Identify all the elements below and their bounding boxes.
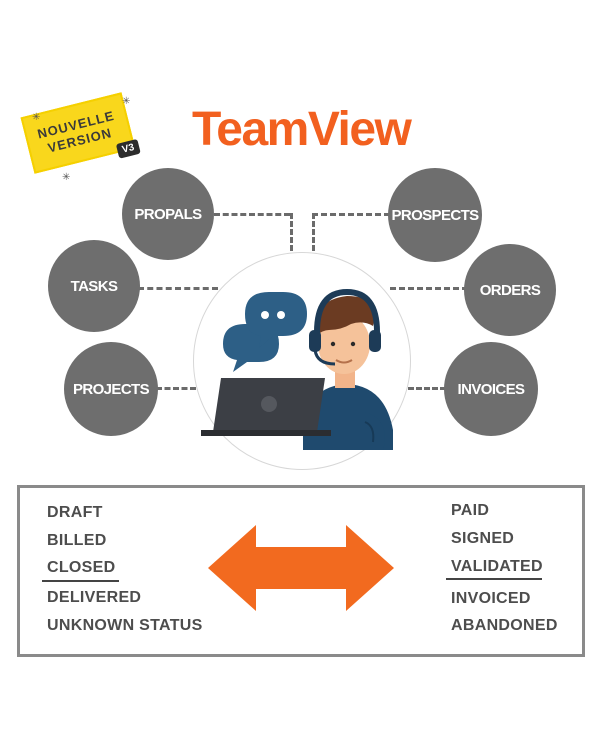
node-label-prospects: PROSPECTS bbox=[391, 206, 479, 224]
node-invoices: INVOICES bbox=[444, 342, 538, 436]
status-left-draft: DRAFT bbox=[47, 504, 103, 521]
connector-tasks bbox=[138, 287, 218, 290]
status-right-abandoned: ABANDONED bbox=[451, 617, 558, 634]
node-orders: ORDERS bbox=[464, 244, 556, 336]
status-left-closed: CLOSED bbox=[47, 559, 116, 576]
status-right-validated: VALIDATED bbox=[451, 558, 543, 575]
node-projects: PROJECTS bbox=[64, 342, 158, 436]
status-left-unknown: UNKNOWN STATUS bbox=[47, 617, 203, 634]
connector-prospects bbox=[312, 213, 390, 216]
sparkle-icon: ✳ bbox=[62, 172, 71, 183]
node-label-orders: ORDERS bbox=[479, 281, 541, 299]
connector-prospects-down bbox=[312, 213, 315, 251]
status-left-delivered: DELIVERED bbox=[47, 589, 142, 606]
double-arrow-icon bbox=[208, 525, 394, 611]
divider-left bbox=[42, 580, 119, 582]
page-title: TeamView bbox=[192, 103, 412, 156]
status-right-invoiced: INVOICED bbox=[451, 590, 531, 607]
node-prospects: PROSPECTS bbox=[388, 168, 482, 262]
node-label-propals: PROPALS bbox=[134, 205, 202, 223]
status-right-paid: PAID bbox=[451, 502, 490, 519]
node-tasks: TASKS bbox=[48, 240, 140, 332]
divider-right bbox=[446, 578, 542, 580]
support-agent-illustration bbox=[201, 288, 393, 450]
connector-propals-down bbox=[290, 213, 293, 251]
chat-bubbles-icon bbox=[223, 292, 307, 372]
connector-invoices bbox=[408, 387, 446, 390]
node-label-projects: PROJECTS bbox=[72, 380, 150, 398]
laptop-icon bbox=[201, 378, 331, 436]
new-version-badge: NOUVELLE VERSION V3 ✳ ✳ ✳ bbox=[18, 92, 146, 192]
connector-projects bbox=[156, 387, 196, 390]
status-left-billed: BILLED bbox=[47, 532, 107, 549]
sparkle-icon: ✳ bbox=[32, 112, 41, 123]
badge-version-tag: V3 bbox=[115, 138, 141, 159]
node-label-tasks: TASKS bbox=[70, 277, 118, 295]
connector-propals bbox=[214, 213, 290, 216]
node-propals: PROPALS bbox=[122, 168, 214, 260]
badge-ribbon: NOUVELLE VERSION V3 bbox=[20, 92, 141, 174]
connector-orders bbox=[390, 287, 468, 290]
sparkle-icon: ✳ bbox=[122, 96, 131, 107]
node-label-invoices: INVOICES bbox=[457, 380, 525, 398]
status-right-signed: SIGNED bbox=[451, 530, 515, 547]
